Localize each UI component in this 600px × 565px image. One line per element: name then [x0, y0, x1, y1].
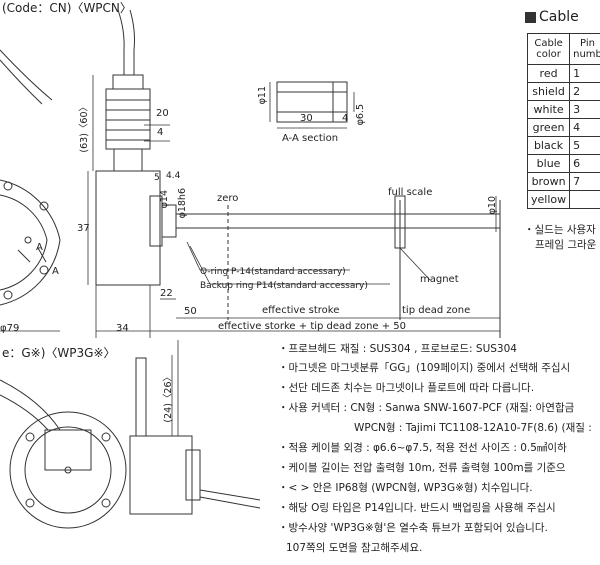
- total-length-label: effective storke + tip dead zone + 50: [218, 321, 407, 332]
- pin-number: [569, 190, 600, 209]
- dim-63-60: (63)〈60〉: [79, 102, 90, 153]
- cable-title-text: Cable: [539, 9, 579, 25]
- note-item: ・해당 O링 타입은 P14입니다. 반드시 백업링을 사용해 주십시: [278, 502, 556, 514]
- oring-label: O-ring P-14(standard accessary): [200, 267, 346, 277]
- pin-number: 6: [569, 154, 600, 173]
- cable-note-2: 프레임 그라운: [535, 239, 597, 251]
- dim-phi79: φ79: [0, 323, 20, 334]
- pin-number: 4: [569, 118, 600, 137]
- note-item: ・프로브헤드 재질 : SUS304 , 프로브로드: SUS304: [278, 343, 517, 355]
- cable-color: black: [526, 136, 571, 155]
- side-view-top: [95, 9, 501, 338]
- cable-title: Cable: [525, 9, 579, 25]
- dim-4a: 4: [157, 127, 164, 138]
- cable-color: red: [526, 64, 571, 83]
- effective-stroke-label: effective stroke: [262, 305, 340, 316]
- note-item: WPCN형 : Tajimi TC1108-12A10-7F(8.6) (재질 …: [354, 422, 592, 434]
- backup-ring-label: Backup ring P14(standard accessary): [200, 281, 368, 291]
- tip-dead-zone-label: tip dead zone: [402, 305, 471, 316]
- dim-phi11: φ11: [257, 86, 268, 105]
- cable-table-header: Cable color Pin numb: [526, 33, 600, 65]
- dimension-lines: [0, 75, 500, 338]
- cable-color: green: [526, 118, 571, 137]
- dim-4b: 4: [342, 113, 349, 124]
- cable-color: blue: [526, 154, 571, 173]
- note-item: ・선단 데드존 치수는 마그넷이나 플로트에 따라 다릅니다.: [278, 382, 535, 394]
- note-item: ・< > 안은 IP68형 (WPCN형, WP3G※형) 치수입니다.: [278, 482, 533, 494]
- note-item: ・방수사양 'WP3G※형'은 열수축 튜브가 포함되어 있습니다.: [278, 522, 548, 534]
- section-aa: [269, 81, 355, 129]
- section-a-marker-2: A: [52, 266, 59, 277]
- note-item: 107쪽의 도면을 참고해주세요.: [286, 542, 423, 554]
- pin-number: 1: [569, 64, 600, 83]
- top-section-header: (Code：CN)〈WPCN〉: [2, 1, 132, 15]
- note-item: ・사용 커넥터 : CN형 : Sanwa SNW-1607-PCF (재질: …: [278, 402, 575, 414]
- bottom-section-header: e：G※)〈WP3G※〉: [2, 346, 116, 360]
- pin-number: 5: [569, 136, 600, 155]
- cable-color: shield: [526, 82, 571, 101]
- dim-44: 4.4: [166, 171, 181, 181]
- dim-30: 30: [300, 113, 313, 124]
- front-view-top: [0, 49, 61, 306]
- square-bullet-icon: [525, 11, 536, 23]
- pin-number: 3: [569, 100, 600, 119]
- cable-color: white: [526, 100, 571, 119]
- col-cable-color: Cable color: [526, 33, 571, 65]
- front-view-bottom: [0, 379, 127, 529]
- cable-color: yellow: [526, 190, 571, 209]
- pin-number: 7: [569, 172, 600, 191]
- section-a-marker-1: A: [36, 242, 43, 253]
- zero-label: zero: [217, 193, 239, 204]
- table-row: yellow: [526, 190, 600, 209]
- cable-note-1: ・실드는 사용자: [524, 224, 596, 236]
- full-scale-label: full scale: [388, 187, 433, 198]
- dim-5: 5: [154, 173, 160, 183]
- note-item: ・마그넷은 마그넷분류「GG」(109페이지) 중에서 선택해 주십시: [278, 362, 571, 374]
- side-view-bottom: [129, 340, 261, 515]
- dim-50: 50: [184, 306, 197, 317]
- dim-34: 34: [116, 323, 129, 334]
- dim-22: 22: [160, 288, 173, 299]
- magnet-label: magnet: [420, 274, 459, 285]
- pin-number: 2: [569, 82, 600, 101]
- dim-phi10: φ10: [487, 196, 498, 215]
- dim-24-26: (24)〈26〉: [163, 372, 174, 423]
- dim-phi14: φ14: [159, 190, 170, 209]
- dim-phi65: φ6.5: [355, 104, 366, 126]
- cable-color: brown: [526, 172, 571, 191]
- col-pin-number: Pin numb: [569, 33, 600, 65]
- section-aa-label: A-A section: [282, 133, 339, 144]
- dim-20: 20: [156, 108, 169, 119]
- note-item: ・케이블 길이는 전압 출력형 10m, 전류 출력형 100m를 기준으: [278, 462, 566, 474]
- dim-37: 37: [77, 223, 90, 234]
- note-item: ・적용 케이블 외경 : φ6.6~φ7.5, 적용 전선 사이즈 : 0.5㎟…: [278, 442, 567, 454]
- dim-phi18h6: φ18h6: [177, 188, 188, 219]
